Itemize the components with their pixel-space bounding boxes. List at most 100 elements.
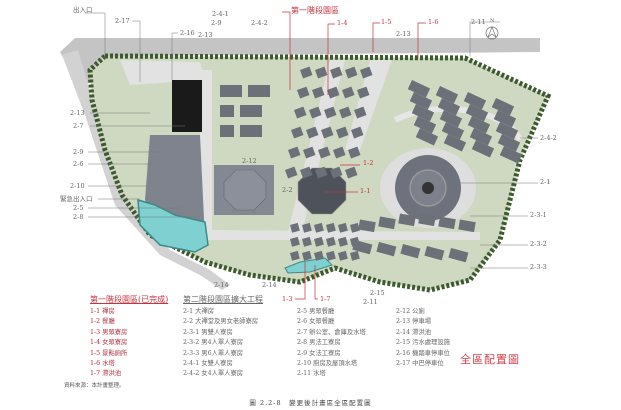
dormitory-roof xyxy=(376,241,397,257)
dormitory-roof xyxy=(471,139,495,158)
dormitory-roof xyxy=(290,250,300,261)
legend-phase2: 第二階段園區擴大工程 2-1 大禪房 2-2 大禪堂及男女老師寮房 2-3-1 … xyxy=(183,294,263,380)
dormitory-roof xyxy=(378,216,396,230)
legend-item: 2-5 男眾餐廳 xyxy=(297,308,335,315)
legend-item: 1-5 景點廁所 xyxy=(90,349,128,357)
legend-item: 2-7 辦公室、倉庫及水塔 xyxy=(297,328,366,336)
legend-item: 2-3-2 男4人單人寮房 xyxy=(183,339,244,347)
dormitory-roof xyxy=(358,219,376,233)
dormitory-roof xyxy=(302,222,312,233)
dormitory-roof xyxy=(312,86,325,99)
legend-item: 2-4-2 女4人單人寮房 xyxy=(183,370,244,378)
legend-item: 1-7 滯洪池 xyxy=(90,370,122,378)
label-1-5: 1-5 xyxy=(381,18,392,26)
legend-phase2-b: 2-5 男眾餐廳 2-6 女眾餐廳 2-7 辦公室、倉庫及水塔 2-8 男法工寮… xyxy=(297,307,366,380)
label-2-13b: 2-13 xyxy=(396,30,411,38)
site-plan-map xyxy=(60,11,552,300)
legend-item: 2-14 滯洪池 xyxy=(396,328,432,336)
dormitory-roof xyxy=(411,104,435,122)
dormitory-roof xyxy=(341,86,355,99)
legend-item: 1-2 餐廳 xyxy=(90,318,115,326)
dormitory-roof xyxy=(348,146,361,159)
label-2-2: 2-2 xyxy=(282,186,293,194)
label-2-3-2: 2-3-2 xyxy=(530,240,547,248)
legend-item: 1-4 女眾寮房 xyxy=(90,339,128,347)
left-road xyxy=(62,50,230,290)
label-2-11b: 2-11 xyxy=(363,298,378,306)
label-2-12: 2-12 xyxy=(242,157,257,165)
dormitory-roof xyxy=(398,213,416,227)
north-arrow-icon xyxy=(485,26,499,40)
label-2-17: 2-17 xyxy=(115,17,130,25)
dormitory-roof xyxy=(315,166,328,179)
dormitory-roof xyxy=(303,146,316,159)
legend-item: 2-9 女法工寮房 xyxy=(297,349,341,357)
dormitory-roof xyxy=(336,126,349,139)
dormitory-roof xyxy=(360,66,373,79)
legend-item: 2-6 女眾餐廳 xyxy=(297,318,335,326)
legend-item: 2-10 廚房及屋頂水塔 xyxy=(297,360,358,368)
dormitory-roof xyxy=(499,145,523,164)
dormitory-roof xyxy=(321,126,334,139)
dormitory-roof xyxy=(443,134,467,152)
dormitory-roof xyxy=(323,106,337,119)
label-2-13c: 2-13 xyxy=(70,109,85,117)
map-title: 全區配置圖 xyxy=(460,353,520,366)
dormitory-roof xyxy=(318,146,331,159)
legend-phase1: 第一階段園區(已完成) 1-1 禪房 1-2 餐廳 1-3 男眾寮房 1-4 女… xyxy=(90,294,168,380)
dormitory-roof xyxy=(438,216,456,230)
legend-item: 2-16 機踏車停車位 xyxy=(396,349,450,357)
dormitory-roof xyxy=(357,86,370,99)
dormitory-roof xyxy=(354,106,367,119)
label-entrance: 出入口 xyxy=(73,6,93,14)
dormitory-roof xyxy=(497,134,521,152)
dormitory-roof xyxy=(345,66,358,79)
dormitory-roof xyxy=(326,222,336,233)
dormitory-roof xyxy=(306,126,319,139)
label-2-3-3: 2-3-3 xyxy=(530,263,547,271)
label-1-2: 1-2 xyxy=(363,159,374,167)
legend-item: 2-15 污水處理設施 xyxy=(396,339,450,347)
dormitory-roof xyxy=(465,103,489,122)
source-note: 資料來源：本計畫整理。 xyxy=(64,383,125,389)
dormitory-roof xyxy=(339,106,352,119)
label-2-11: 2-11 xyxy=(471,18,486,26)
label-2-14b: 2-14 xyxy=(262,281,277,289)
dormitory-roof xyxy=(437,97,461,116)
dormitory-roof xyxy=(333,146,346,159)
legend-item: 1-6 水塔 xyxy=(90,360,115,368)
dormitory-roof xyxy=(439,110,463,128)
label-2-14: 2-14 xyxy=(214,281,229,289)
label-2-9b: 2-9 xyxy=(73,148,84,156)
legend-item: 2-17 中巴停車位 xyxy=(396,360,444,368)
dormitory-roof xyxy=(467,115,491,134)
legend-item: 2-12 公廁 xyxy=(396,308,425,315)
label-2-16: 2-16 xyxy=(180,29,195,37)
dormitory-roof xyxy=(288,146,301,159)
dormitory-roof xyxy=(409,92,433,110)
parking-black xyxy=(172,80,202,132)
dormitory-roof xyxy=(290,236,300,247)
dormitory-roof xyxy=(350,126,364,139)
label-1-1: 1-1 xyxy=(360,187,371,195)
pond-1-7 xyxy=(284,257,333,274)
legend-item: 2-3-1 男雙人寮房 xyxy=(183,328,233,336)
dormitory-roof xyxy=(458,219,476,233)
dormitory-roof xyxy=(338,250,348,261)
dormitory-roof xyxy=(448,248,469,263)
dormitory-roof xyxy=(326,236,336,247)
dormitory-roof xyxy=(350,222,360,233)
legend-item: 2-11 水塔 xyxy=(297,370,326,378)
legend-item: 2-3-3 男6人單人寮房 xyxy=(183,349,244,357)
label-1-3: 1-3 xyxy=(282,295,293,303)
label-2-6: 2-6 xyxy=(73,160,84,168)
dormitory-roof xyxy=(302,250,312,261)
legend-item: 2-1 大禪房 xyxy=(183,308,215,315)
legend-phase2-title: 第二階段園區擴大工程 xyxy=(183,295,263,304)
dormitory-roof xyxy=(469,127,493,146)
dormitory-roof xyxy=(290,222,300,233)
legend-item: 2-8 男法工寮房 xyxy=(297,339,341,347)
dormitory-roof xyxy=(300,166,313,179)
label-1-4: 1-4 xyxy=(337,19,348,27)
label-1-6: 1-6 xyxy=(428,18,439,26)
